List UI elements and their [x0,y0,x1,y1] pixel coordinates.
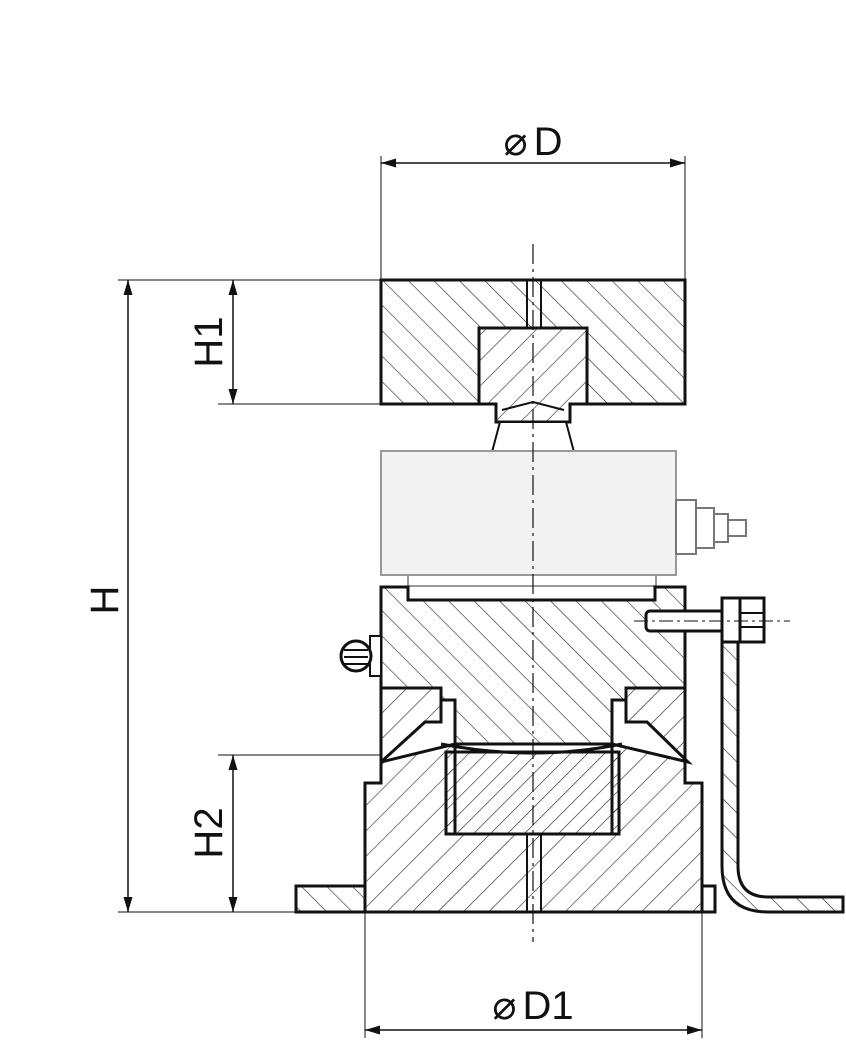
dimension-h2: H2 [187,754,381,912]
diameter-symbol: ⌀ [504,120,528,164]
dimension-diameter-d: ⌀D [380,120,686,280]
dimension-diameter-d1: ⌀D1 [364,912,703,1038]
dimension-h: H [83,279,365,913]
h2-label: H2 [187,807,231,858]
diameter-d-text: D [534,120,563,164]
load-cell-body [380,450,677,587]
diameter-d-label: ⌀D [504,120,563,164]
h1-label: H1 [187,316,231,367]
dimension-h1: H1 [187,279,381,405]
anti-lift-bracket [634,596,845,914]
retaining-screw-left [339,635,382,677]
h-label: H [83,586,127,615]
lower-base [294,686,717,914]
diameter-d1-text: D1 [522,984,573,1028]
diameter-d1-label: ⌀D1 [492,984,573,1028]
cable-gland [675,499,747,555]
diameter-symbol: ⌀ [492,984,516,1028]
